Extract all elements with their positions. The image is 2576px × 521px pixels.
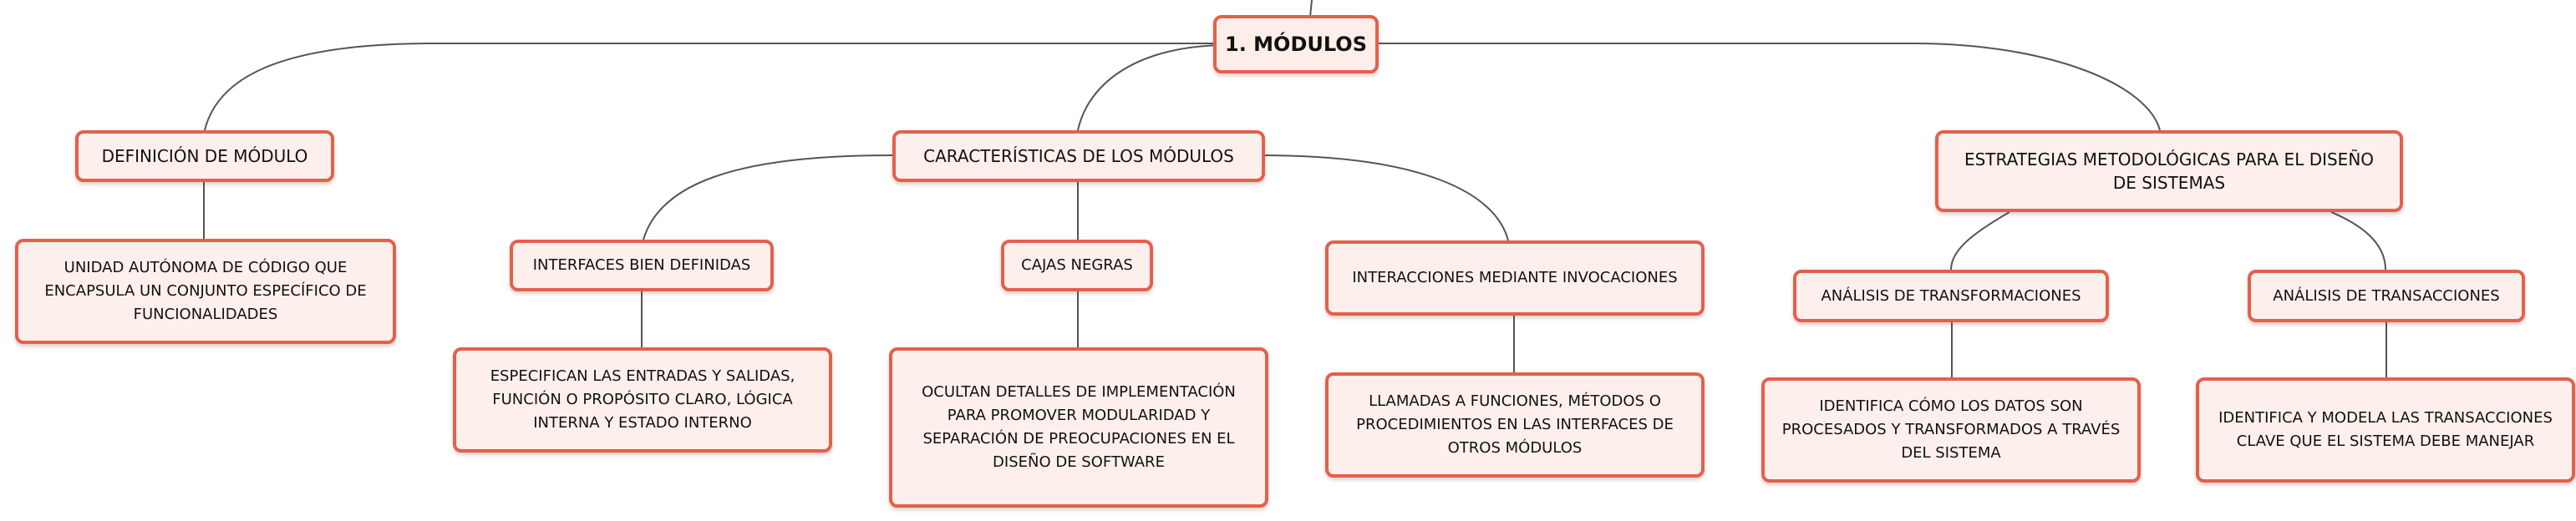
edge-est-transformaciones <box>1950 211 2010 271</box>
node-definicion-detail[interactable]: UNIDAD AUTÓNOMA DE CÓDIGO QUE ENCAPSULA … <box>15 239 396 344</box>
edge-root-caracteristicas <box>1077 44 1221 131</box>
edge-est-transacciones <box>2330 211 2386 271</box>
node-transformaciones[interactable]: ANÁLISIS DE TRANSFORMACIONES <box>1793 270 2109 322</box>
node-interacciones[interactable]: INTERACCIONES MEDIANTE INVOCACIONES <box>1325 240 1705 316</box>
node-interfaces[interactable]: INTERFACES BIEN DEFINIDAS <box>510 240 774 291</box>
node-transacciones[interactable]: ANÁLISIS DE TRANSACCIONES <box>2248 270 2525 322</box>
node-definicion-modulo[interactable]: DEFINICIÓN DE MÓDULO <box>75 130 334 182</box>
edge-root-definicion <box>204 43 1220 131</box>
edge-root-estrategias <box>1377 43 2161 131</box>
node-cajas-detail[interactable]: OCULTAN DETALLES DE IMPLEMENTACIÓN PARA … <box>889 347 1268 508</box>
edge-to-parent <box>1309 0 1313 18</box>
node-transacciones-detail[interactable]: IDENTIFICA Y MODELA LAS TRANSACCIONES CL… <box>2196 377 2575 483</box>
node-estrategias[interactable]: ESTRATEGIAS METODOLÓGICAS PARA EL DISEÑO… <box>1935 130 2403 212</box>
root-node[interactable]: 1. MÓDULOS <box>1213 15 1379 73</box>
node-interfaces-detail[interactable]: ESPECIFICAN LAS ENTRADAS Y SALIDAS, FUNC… <box>453 347 832 453</box>
edge-car-interfaces <box>643 154 893 240</box>
node-transformaciones-detail[interactable]: IDENTIFICA CÓMO LOS DATOS SON PROCESADOS… <box>1761 377 2141 483</box>
node-cajas-negras[interactable]: CAJAS NEGRAS <box>1001 240 1153 291</box>
node-caracteristicas[interactable]: CARACTERÍSTICAS DE LOS MÓDULOS <box>892 130 1265 182</box>
node-interacciones-detail[interactable]: LLAMADAS A FUNCIONES, MÉTODOS O PROCEDIM… <box>1325 372 1705 478</box>
edge-car-interacciones <box>1261 154 1509 241</box>
